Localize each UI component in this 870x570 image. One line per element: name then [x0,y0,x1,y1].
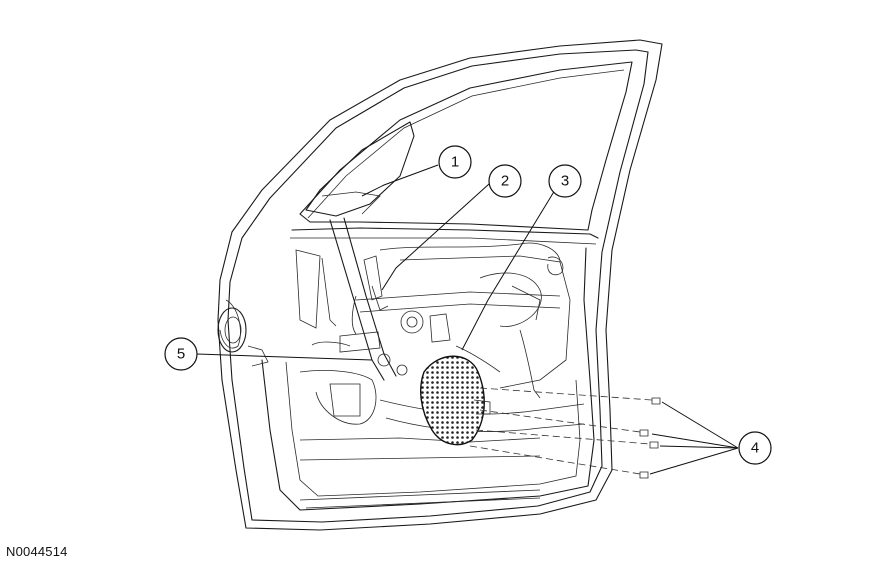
callout-2: 2 [488,164,522,198]
svg-text:4: 4 [751,440,759,457]
door-shell [217,39,663,531]
callout-3: 3 [548,164,582,198]
callout-5: 5 [164,337,198,371]
leader-lines [196,164,739,475]
speaker [420,355,491,446]
svg-text:1: 1 [451,154,459,171]
callout-1: 1 [438,145,472,179]
svg-text:3: 3 [561,173,569,190]
figure-id: N0044514 [6,544,68,559]
svg-text:5: 5 [177,346,185,363]
svg-text:2: 2 [501,173,509,190]
callout-4: 4 [738,431,772,465]
screws [469,387,661,479]
